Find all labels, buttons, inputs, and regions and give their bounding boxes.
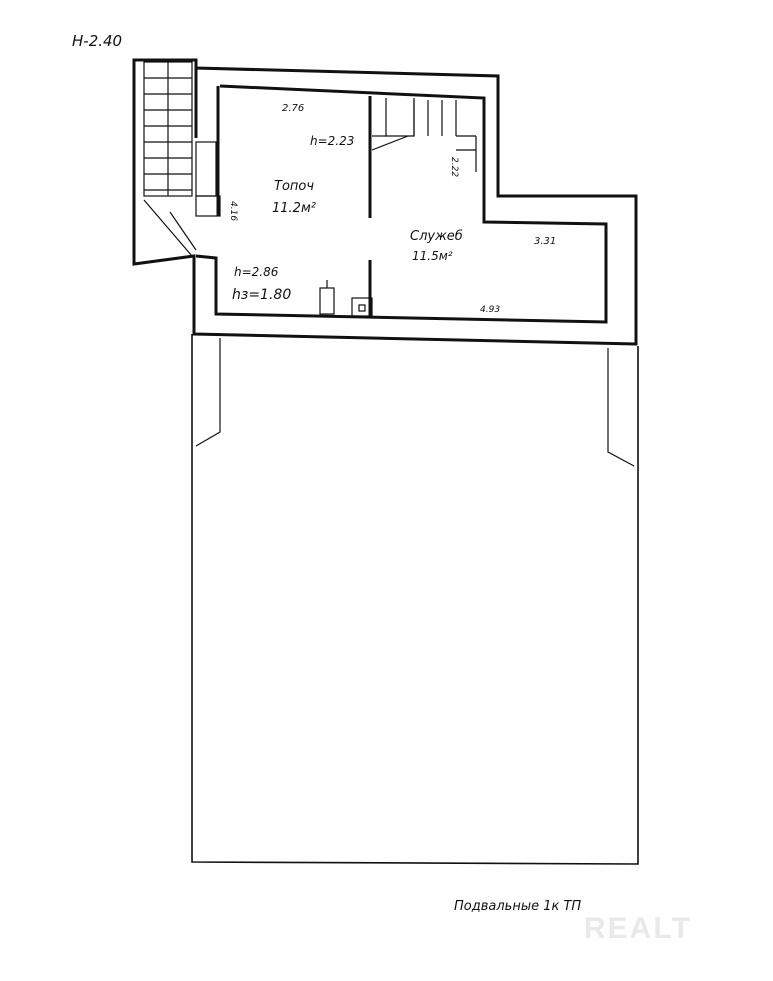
dim-service-length: 4.93 bbox=[480, 305, 500, 315]
right-stair bbox=[371, 98, 477, 172]
dim-stair: 2.22 bbox=[449, 157, 459, 177]
dim-bottom-height: h=2.86 bbox=[234, 265, 279, 279]
dim-left-depth: 4.16 bbox=[228, 201, 238, 221]
watermark-logo: REALT bbox=[584, 912, 692, 945]
boiler-symbol bbox=[319, 287, 335, 315]
main-floor-right-offset bbox=[607, 348, 635, 467]
left-door-block bbox=[195, 195, 221, 217]
dim-top-width: 2.76 bbox=[282, 103, 304, 114]
room-boiler-area: 11.2м² bbox=[272, 201, 316, 216]
dim-height-top: h=2.23 bbox=[310, 134, 354, 148]
basement-outer-wall bbox=[132, 58, 638, 346]
plan-caption: Подвальные 1к ТП bbox=[454, 899, 581, 914]
room-boiler-name: Топоч bbox=[274, 179, 314, 194]
height-note: Н-2.40 bbox=[72, 32, 122, 50]
dim-service-width: 3.31 bbox=[534, 236, 556, 247]
left-doorway-frame bbox=[195, 141, 217, 197]
dim-sill-height: hз=1.80 bbox=[232, 287, 291, 303]
left-stair bbox=[143, 61, 197, 257]
main-floor-left-offset bbox=[195, 338, 221, 447]
basement-inner-wall bbox=[195, 84, 608, 324]
room-service-name: Служеб bbox=[410, 229, 463, 244]
main-floor-outline bbox=[191, 334, 639, 865]
room-service-area: 11.5м² bbox=[412, 249, 453, 263]
stove-symbol bbox=[351, 297, 373, 317]
